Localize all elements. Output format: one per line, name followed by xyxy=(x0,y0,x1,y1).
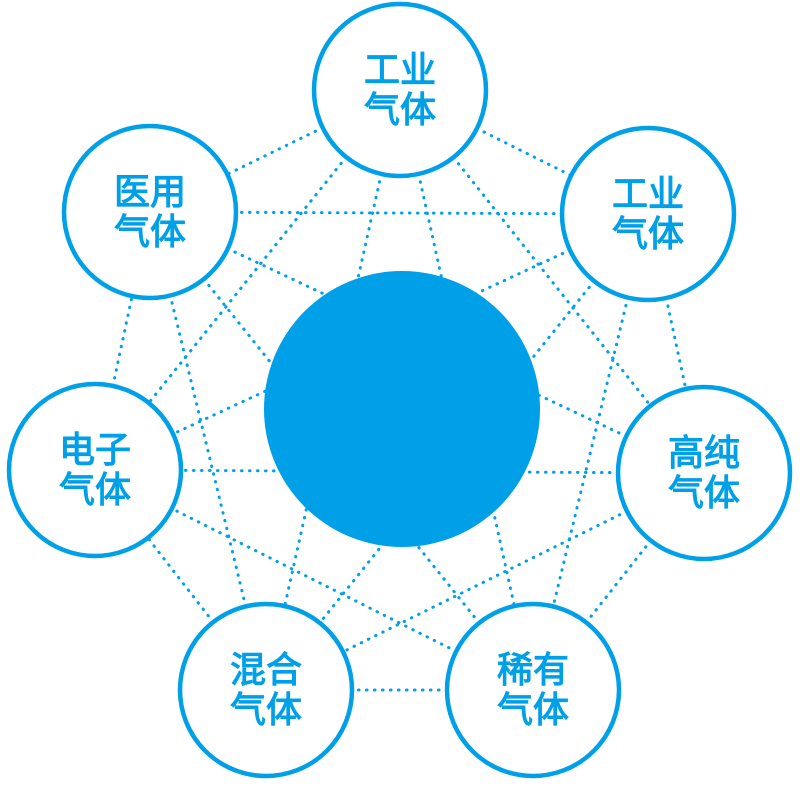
dotted-connector-line xyxy=(234,210,564,216)
dotted-connector-line xyxy=(664,296,688,391)
central-hub-circle xyxy=(264,271,540,547)
node-circle xyxy=(615,384,793,562)
dotted-connector-line xyxy=(452,155,652,408)
node-industrial-gas-right: 工业 气体 xyxy=(559,125,737,303)
node-circle xyxy=(6,381,184,559)
node-mixed-gas: 混合 气体 xyxy=(177,601,355,779)
node-label-line2: 气体 xyxy=(668,473,740,514)
dotted-connector-line xyxy=(417,172,516,608)
dotted-connector-line xyxy=(171,248,572,436)
dotted-connector-line xyxy=(551,296,630,608)
node-label-line1: 工业 xyxy=(364,50,436,91)
dotted-connector-line xyxy=(202,277,481,625)
dotted-connector-line xyxy=(225,126,325,176)
node-label-line2: 气体 xyxy=(612,214,684,255)
node-label-line1: 电子 xyxy=(59,430,131,471)
node-label-line1: 工业 xyxy=(612,174,684,215)
node-label-line2: 气体 xyxy=(230,690,302,731)
dotted-connector-line xyxy=(341,509,629,654)
dotted-connector-line xyxy=(147,155,348,405)
dotted-connector-line xyxy=(179,468,620,475)
node-label-line1: 高纯 xyxy=(668,433,740,474)
dotted-connector-line xyxy=(475,127,573,177)
node-industrial-gas-top: 工业 气体 xyxy=(311,1,489,179)
dotted-connector-line xyxy=(168,294,248,608)
node-rare-gas: 稀有 气体 xyxy=(444,601,622,779)
node-label-line2: 气体 xyxy=(114,212,186,253)
node-high-purity-gas: 高纯 气体 xyxy=(615,384,793,562)
node-circle xyxy=(61,123,239,301)
dotted-connector-line xyxy=(170,507,458,653)
dotted-connector-line xyxy=(146,536,215,624)
node-electronic-gas: 电子 气体 xyxy=(6,381,184,559)
node-circle xyxy=(311,1,489,179)
dotted-connector-line xyxy=(226,247,628,438)
node-circle xyxy=(444,601,622,779)
dotted-connector-line xyxy=(111,294,134,388)
node-label-line2: 气体 xyxy=(364,90,436,131)
dotted-connector-line xyxy=(318,279,596,625)
node-medical-gas: 医用 气体 xyxy=(61,123,239,301)
dotted-connector-line xyxy=(584,539,653,624)
dotted-connector-line xyxy=(283,172,383,608)
node-label-line1: 医用 xyxy=(114,172,186,213)
node-circle xyxy=(559,125,737,303)
node-circle xyxy=(177,601,355,779)
node-label-line1: 稀有 xyxy=(497,650,569,691)
node-label-line2: 气体 xyxy=(59,470,131,511)
node-label-line2: 气体 xyxy=(497,690,569,731)
connector-lines xyxy=(111,126,688,692)
node-label-line1: 混合 xyxy=(230,650,302,691)
